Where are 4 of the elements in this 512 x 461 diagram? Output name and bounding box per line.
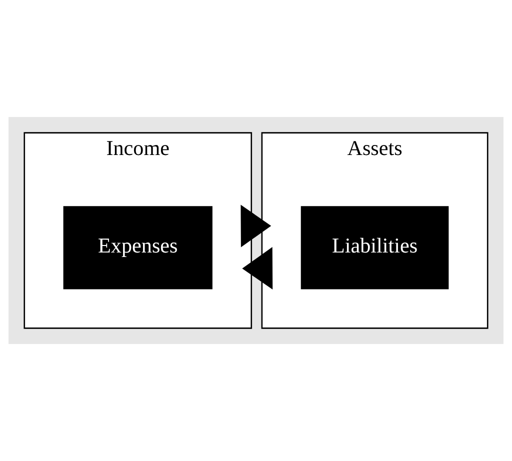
node-box: Expenses [63,206,212,290]
arrow [240,204,272,248]
node-box: Liabilities [300,206,449,290]
arrow [242,247,273,290]
